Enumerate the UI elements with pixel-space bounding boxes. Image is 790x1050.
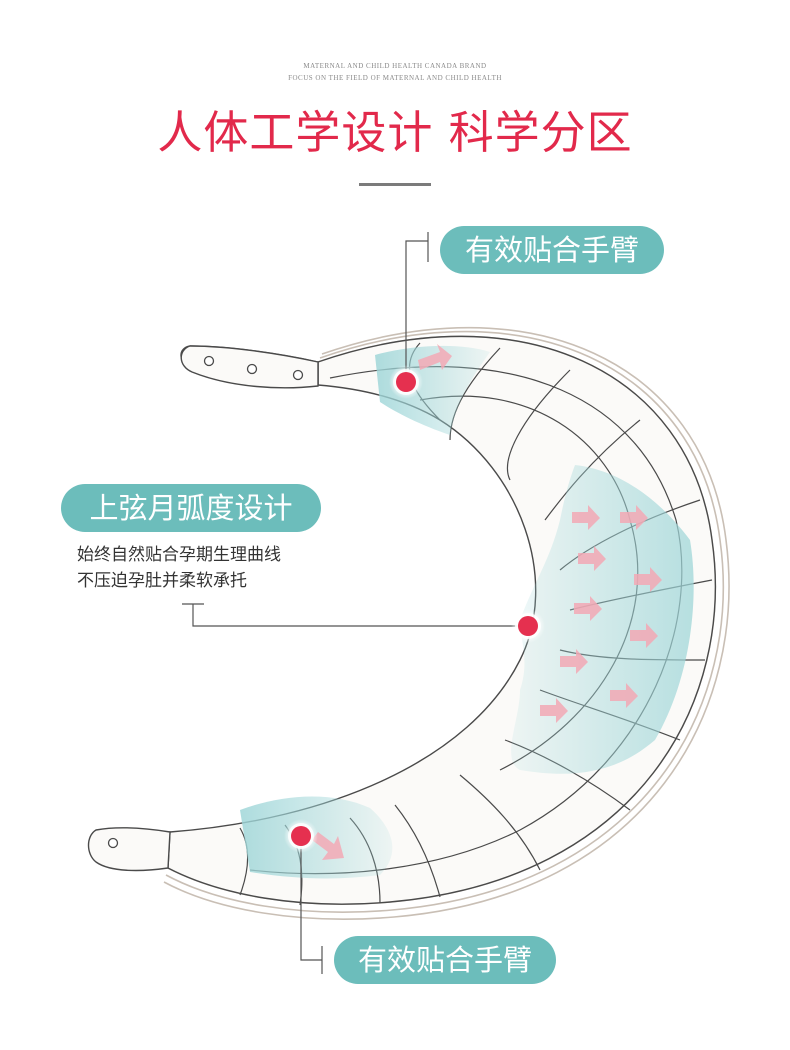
middle-highlight-zone bbox=[511, 465, 694, 774]
bottom-marker bbox=[284, 819, 318, 853]
middle-marker bbox=[511, 609, 545, 643]
callout-middle-desc-1: 始终自然贴合孕期生理曲线 bbox=[77, 545, 281, 565]
callout-top-label: 有效贴合手臂 bbox=[440, 226, 664, 274]
callout-middle-desc-2: 不压迫孕肚并柔软承托 bbox=[77, 571, 247, 591]
page-title: 人体工学设计 科学分区 bbox=[157, 106, 633, 159]
brand-line-1: MATERNAL AND CHILD HEALTH CANADA BRAND bbox=[303, 62, 487, 70]
strap-hole bbox=[246, 363, 258, 375]
strap-hole bbox=[107, 837, 119, 849]
title-divider bbox=[359, 183, 431, 186]
top-marker bbox=[389, 365, 423, 399]
callout-bottom-label: 有效贴合手臂 bbox=[334, 936, 556, 984]
strap-hole bbox=[203, 355, 215, 367]
pressure-arrows bbox=[312, 344, 662, 860]
bottom-strap bbox=[87, 827, 171, 872]
strap-hole bbox=[292, 369, 304, 381]
callout-middle-label: 上弦月弧度设计 bbox=[61, 484, 321, 532]
callout-leaders bbox=[182, 232, 528, 974]
brand-line-2: FOCUS ON THE FIELD OF MATERNAL AND CHILD… bbox=[288, 74, 502, 82]
